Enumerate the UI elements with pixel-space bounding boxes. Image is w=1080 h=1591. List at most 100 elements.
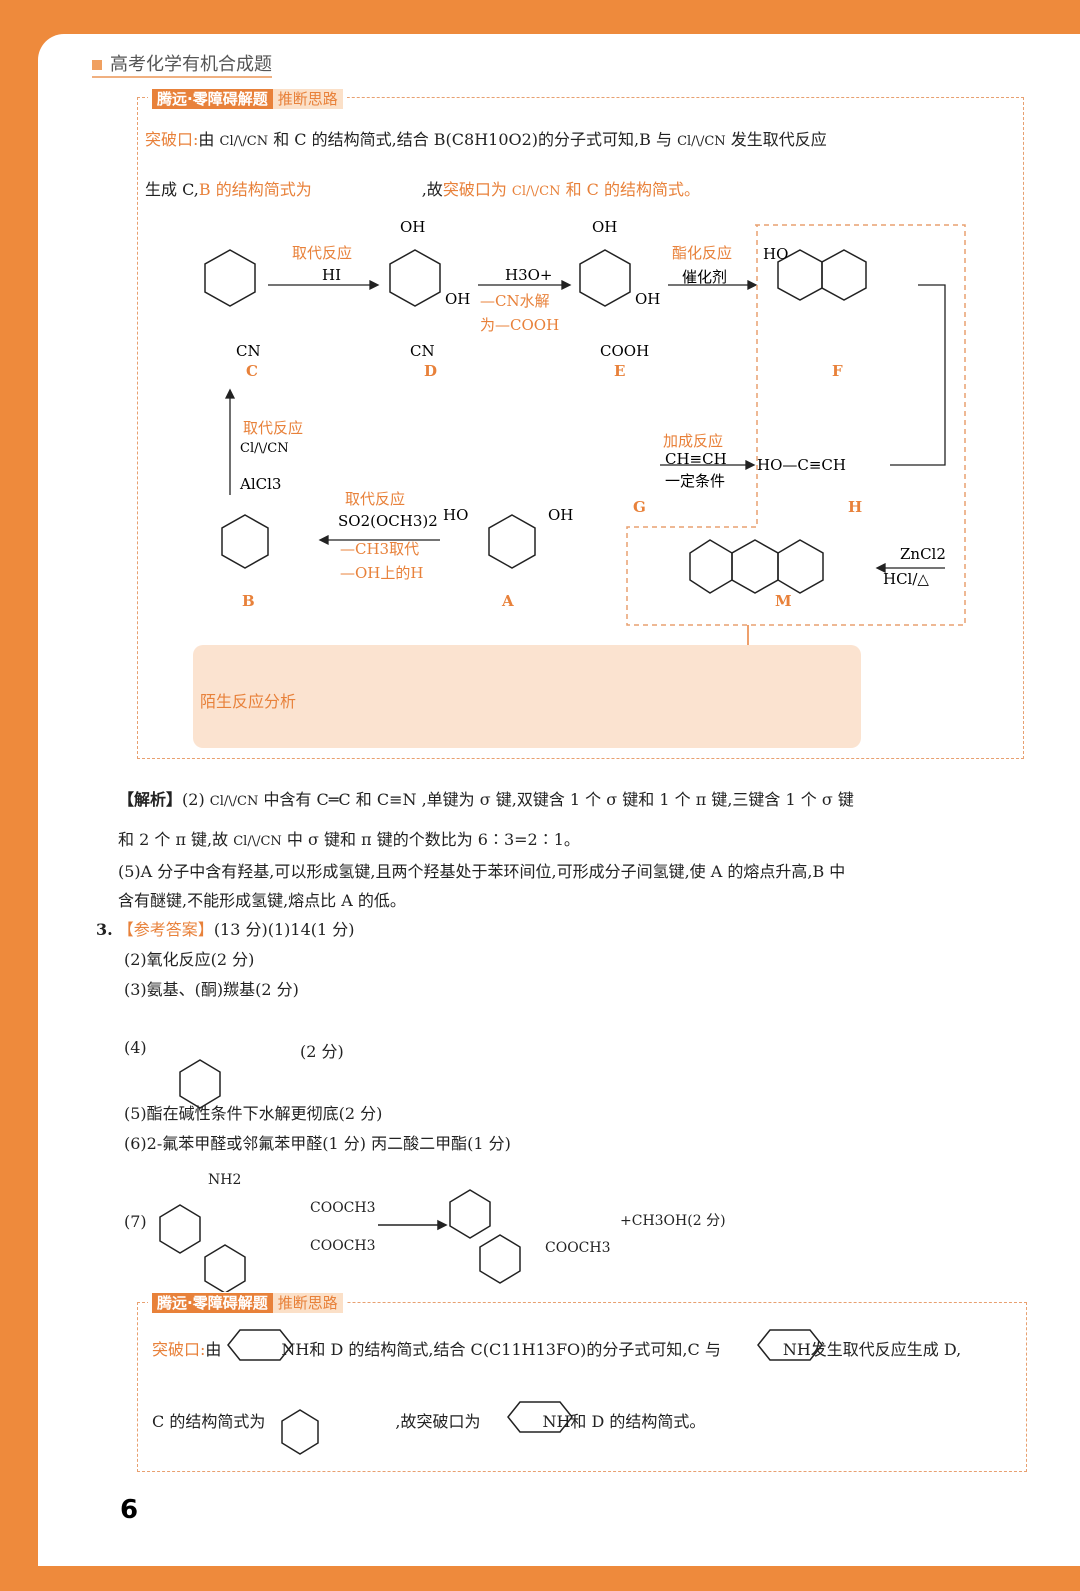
- step-reagent: CH≡CH: [665, 450, 727, 468]
- answer-3: (3)氨基、(酮)羰基(2 分): [124, 980, 299, 999]
- text: 和 C 的结构简式。: [565, 180, 701, 199]
- label: 突破口:: [152, 1340, 206, 1359]
- analysis-p2-line2: 和 2 个 π 键,故 Cl/\/CN 中 σ 键和 π 键的个数比为 6∶3=…: [118, 826, 580, 850]
- text: ,故: [421, 180, 443, 199]
- benzene-ring-C: [204, 249, 256, 307]
- text: (13 分)(1)14(1 分): [213, 920, 355, 939]
- group-label: HO—C≡CH: [757, 456, 846, 474]
- group-label: COOCH3: [545, 1240, 611, 1256]
- step-name: 取代反应: [243, 419, 304, 437]
- analysis-box-2: [137, 1302, 1027, 1472]
- group-label: CN: [236, 342, 261, 360]
- coumarin-F: [777, 249, 867, 301]
- step-reagent: HI: [322, 266, 342, 284]
- answer4-ring: [179, 1059, 221, 1109]
- breakthrough-2-line-2: C 的结构简式为 ,故突破口为 NH和 D 的结构简式。: [152, 1408, 705, 1432]
- step-reagent: 催化剂: [682, 268, 728, 286]
- compound-label-H: H: [848, 498, 863, 516]
- section-tag: 腾远·零障碍解题推断思路: [148, 1292, 347, 1313]
- step-reagent: —CN水解: [480, 292, 550, 310]
- structure-reagent: Cl/\/CN: [209, 794, 259, 809]
- step-reagent: SO2(OCH3)2: [338, 512, 438, 530]
- text: B 的结构简式为: [198, 180, 312, 199]
- answer-5: (5)酯在碱性条件下水解更彻底(2 分): [124, 1104, 383, 1123]
- step-extra: 一定条件: [665, 472, 726, 490]
- group-label: COOCH3: [310, 1200, 376, 1216]
- answer-4: (4): [124, 1038, 147, 1057]
- analysis-tag: 【解析】: [118, 790, 183, 809]
- structure-reagent: Cl/\/CN: [677, 134, 726, 149]
- breakthrough-2-line-1: 突破口:由 NH和 D 的结构简式,结合 C(C11H13FO)的分子式可知,C …: [152, 1336, 961, 1360]
- step-reagent: HCl/△: [883, 570, 929, 588]
- group-label: COOH: [600, 342, 650, 360]
- text: 发生取代反应: [730, 130, 827, 149]
- compound-label-M: M: [775, 592, 792, 610]
- step-name: H3O+: [505, 266, 553, 284]
- group-label: OH: [548, 506, 574, 524]
- compound-label-D: D: [424, 362, 438, 380]
- compound-label-F: F: [832, 362, 843, 380]
- structure-reagent: Cl/\/CN: [219, 134, 269, 149]
- structure-reagent: Cl/\/CN: [233, 834, 282, 849]
- benzene-ring-B: [221, 514, 269, 569]
- text: 由: [198, 130, 215, 149]
- answer-7: (7): [124, 1212, 147, 1231]
- answer-tag: 【参考答案】: [117, 920, 214, 939]
- compound-label-C: C: [246, 362, 258, 380]
- step-name: 酯化反应: [672, 244, 733, 262]
- text: NH发生取代反应生成 D,: [782, 1340, 962, 1359]
- text: 突破口为: [442, 180, 507, 199]
- analysis-p5-line2: 含有醚键,不能形成氢键,熔点比 A 的低。: [118, 891, 406, 910]
- text: C 的结构简式为: [152, 1412, 266, 1431]
- text: 由: [205, 1340, 222, 1359]
- group-label: CN: [410, 342, 435, 360]
- text: ,故: [395, 1412, 417, 1431]
- text: 突破口为: [416, 1412, 481, 1431]
- answer-3-head: 3. 【参考答案】(13 分)(1)14(1 分): [96, 916, 355, 940]
- step-extra: —CH3取代: [340, 540, 420, 558]
- structure-reagent: Cl/\/CN: [511, 184, 561, 199]
- compound-label-G: G: [633, 498, 646, 516]
- reaction-arrows: [224, 279, 946, 698]
- unfamiliar-reaction-panel: [193, 645, 861, 748]
- compound-label-B: B: [242, 592, 255, 610]
- text: 中 σ 键和 π 键的个数比为 6∶3=2∶1。: [286, 830, 580, 849]
- group-label: HO: [443, 506, 469, 524]
- answer-6: (6)2-氟苯甲醛或邻氟苯甲醛(1 分) 丙二酸二甲酯(1 分): [124, 1134, 511, 1153]
- byproduct-label: +CH3OH(2 分): [620, 1213, 726, 1229]
- text: 和 C 的结构简式,结合 B(C8H10O2)的分子式可知,B 与: [273, 130, 672, 149]
- tag-label: 推断思路: [272, 89, 343, 109]
- answer-4-score: (2 分): [300, 1042, 344, 1061]
- benzene-ring-E: [579, 249, 631, 307]
- analysis-box-1: [137, 97, 1024, 759]
- text: NH和 D 的结构简式,结合 C(C11H13FO)的分子式可知,C 与: [281, 1340, 721, 1359]
- group-label: HO: [763, 245, 789, 263]
- question-number: 3.: [96, 920, 113, 939]
- text: (2): [182, 790, 205, 809]
- page-number: 6: [120, 1495, 139, 1525]
- running-header: 高考化学有机合成题: [92, 50, 272, 78]
- text: 和 2 个 π 键,故: [118, 830, 229, 849]
- dashed-region: [626, 224, 966, 626]
- label: 突破口:: [145, 130, 199, 149]
- benzene-ring-D: [389, 249, 441, 307]
- text: 中含有 C═C 和 C≡N ,单键为 σ 键,双键含 1 个 σ 键和 1 个 …: [263, 790, 854, 809]
- group-label: COOCH3: [310, 1238, 376, 1254]
- text: NH和 D 的结构简式。: [542, 1412, 706, 1431]
- group-label: OH: [592, 218, 618, 236]
- step-name: 取代反应: [292, 244, 353, 262]
- tag-brand: 腾远·零障碍解题: [152, 89, 273, 109]
- analysis-p2-line1: 【解析】(2) Cl/\/CN 中含有 C═C 和 C≡N ,单键为 σ 键,双…: [118, 786, 854, 810]
- tag-brand: 腾远·零障碍解题: [152, 1293, 273, 1313]
- step-name: 加成反应: [663, 432, 724, 450]
- step-extra: AlCl3: [240, 475, 282, 493]
- group-label: OH: [635, 290, 661, 308]
- breakthrough-line-1: 突破口:由 Cl/\/CN 和 C 的结构简式,结合 B(C8H10O2)的分子…: [145, 126, 827, 150]
- step-extra: —OH上的H: [340, 564, 424, 582]
- tag-label: 推断思路: [272, 1293, 343, 1313]
- group-label: NH2: [208, 1172, 242, 1188]
- text: 生成 C,: [145, 180, 199, 199]
- benzene-ring-A: [488, 514, 536, 569]
- section-tag: 腾远·零障碍解题推断思路: [148, 88, 347, 109]
- answer-2: (2)氧化反应(2 分): [124, 950, 255, 969]
